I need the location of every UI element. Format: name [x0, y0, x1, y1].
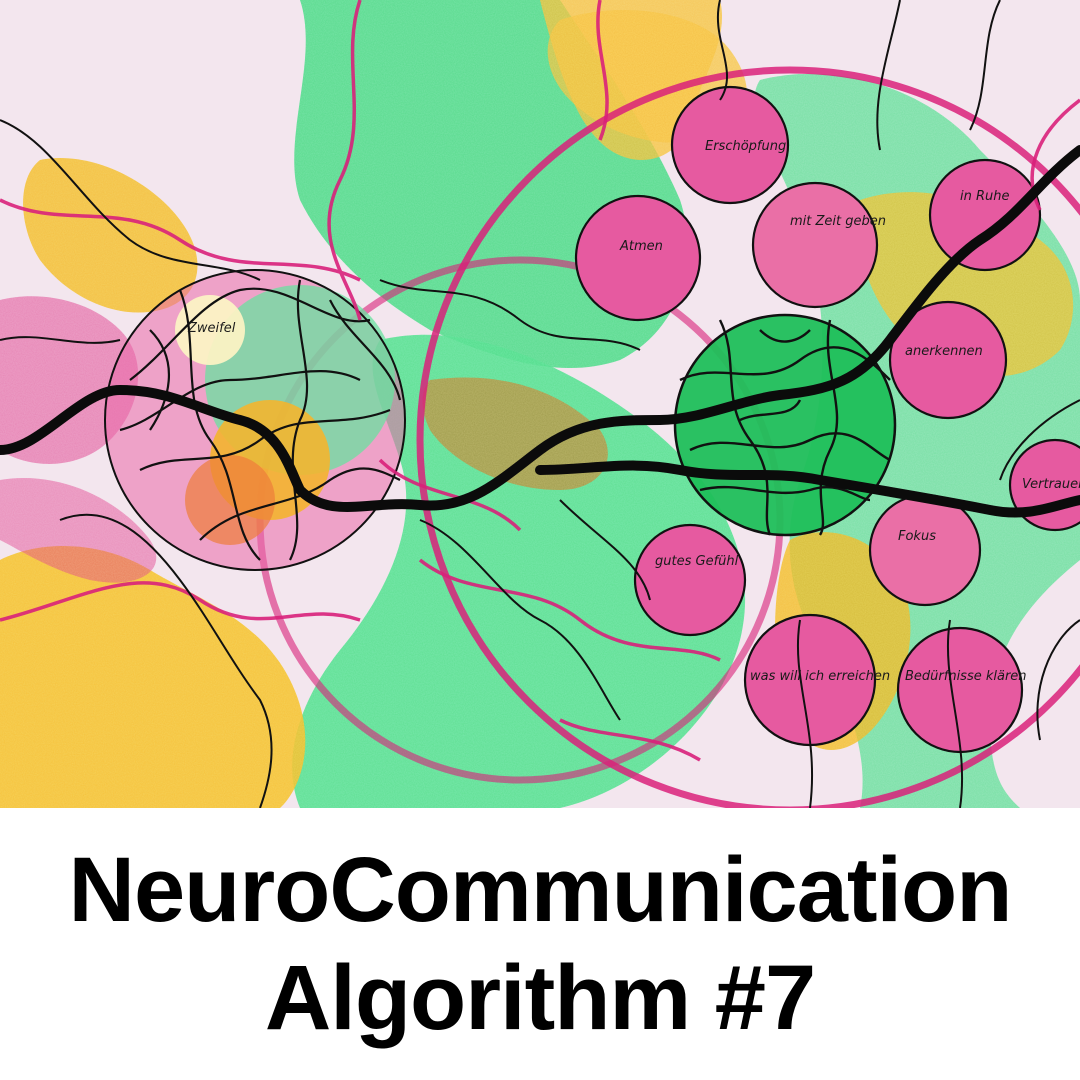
label-mit-zeit: mit Zeit geben	[790, 214, 886, 229]
label-fokus: Fokus	[898, 529, 936, 544]
title-line-1: NeuroCommunication	[68, 839, 1013, 941]
label-gutes-gefuehl: gutes Gefühl	[655, 554, 739, 569]
left-cluster	[104, 269, 406, 571]
main-ink-path	[0, 145, 1080, 518]
label-ruhe: in Ruhe	[960, 189, 1010, 204]
label-beduerfnisse: Bedürfnisse klären	[905, 669, 1027, 684]
magenta-lines	[0, 0, 1080, 762]
artwork-drawing: Erschöpfung Atmen mit Zeit geben in Ruhe…	[0, 0, 1080, 808]
label-anerkennen: anerkennen	[905, 344, 983, 359]
title-line-2: Algorithm #7	[264, 947, 816, 1049]
label-atmen: Atmen	[619, 239, 663, 254]
label-zweifel: Zweifel	[187, 321, 236, 336]
label-erreichen: was will ich erreichen	[750, 669, 890, 684]
neurographic-artwork: Erschöpfung Atmen mit Zeit geben in Ruhe…	[0, 0, 1080, 808]
title-caption: NeuroCommunication Algorithm #7	[0, 808, 1080, 1080]
label-erschoepfung: Erschöpfung	[705, 139, 786, 154]
central-cell	[673, 313, 897, 537]
label-vertrauen: Vertrauen	[1022, 477, 1080, 492]
thin-ink-lines	[0, 0, 1080, 808]
